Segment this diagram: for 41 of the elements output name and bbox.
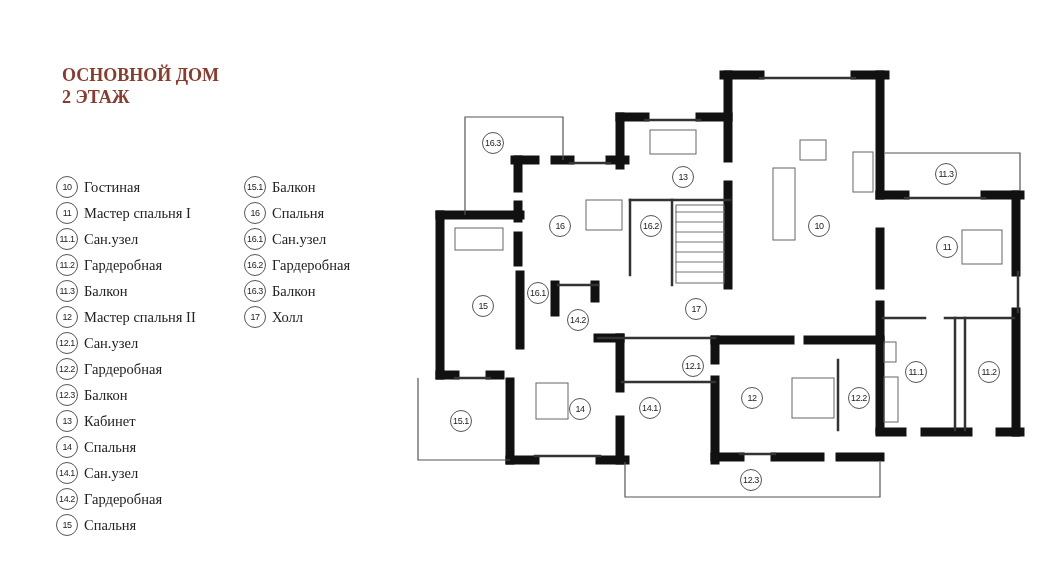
room-name: Мастер спальня II [84,308,196,326]
room-name: Сан.узел [84,230,139,248]
room-number: 11.1 [905,361,927,383]
room-number: 16.2 [640,215,662,237]
room-name: Гостиная [84,178,141,196]
room-name: Балкон [272,178,316,196]
room-number: 14.2 [567,309,589,331]
room-number: 14.1 [639,397,661,419]
room-number: 16.3 [482,132,504,154]
room-name: Балкон [84,282,128,300]
room-name: Балкон [272,282,316,300]
room-number: 11.2 [978,361,1000,383]
room-number: 14 [569,398,591,420]
room-number: 11.3 [935,163,957,185]
room-name: Кабинет [84,412,136,430]
room-name: Мастер спальня I [84,204,191,222]
room-number: 13 [672,166,694,188]
room-number: 12.1 [682,355,704,377]
room-number: 10 [808,215,830,237]
room-name: Спальня [84,438,137,456]
room-name: Сан.узел [84,334,139,352]
room-number: 16 [549,215,571,237]
room-number: 15.1 [450,410,472,432]
room-name: Гардеробная [272,256,351,274]
room-name: Спальня [272,204,325,222]
room-number: 12.2 [848,387,870,409]
room-name: Гардеробная [84,490,163,508]
room-number: 17 [685,298,707,320]
room-name: Сан.узел [272,230,327,248]
room-name: Балкон [84,386,128,404]
room-name: Гардеробная [84,256,163,274]
room-name: Спальня [84,516,137,534]
room-number: 16.1 [527,282,549,304]
room-name: Гардеробная [84,360,163,378]
room-number: 11 [936,236,958,258]
room-name: Холл [272,308,304,326]
room-number: 15 [472,295,494,317]
room-number: 12.3 [740,469,762,491]
plan-title: ОСНОВНОЙ ДОМ 2 ЭТАЖ [62,64,221,108]
room-number: 12 [741,387,763,409]
room-name: Сан.узел [84,464,139,482]
